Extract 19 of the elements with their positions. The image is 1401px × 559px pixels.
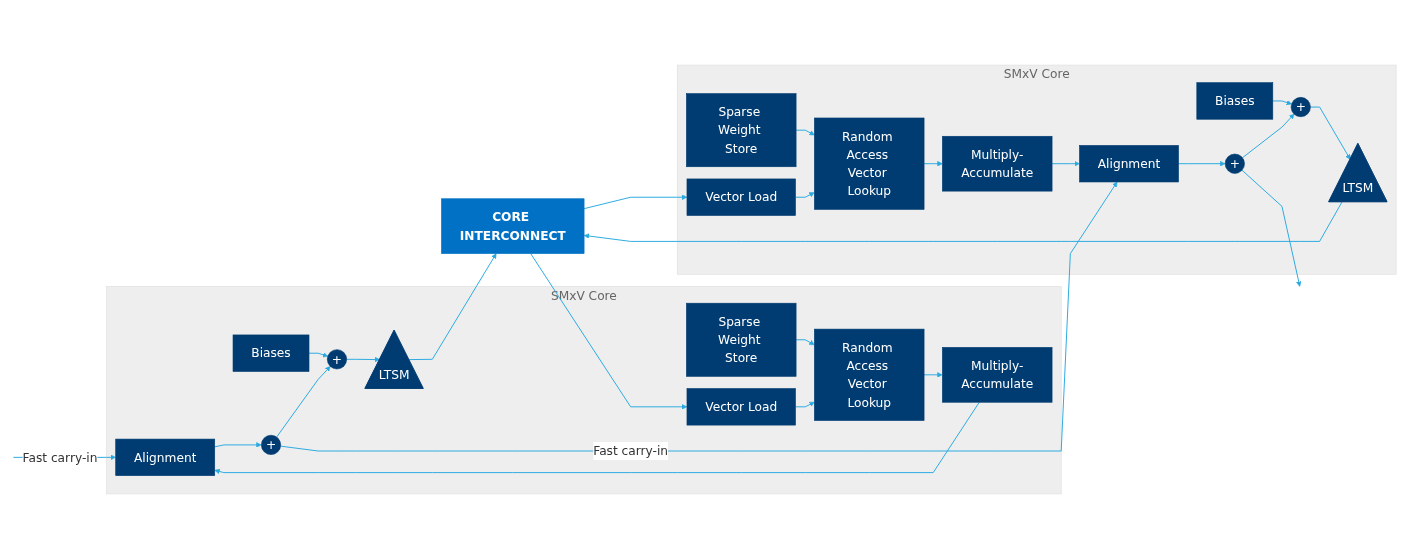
node-box: Alignment xyxy=(115,438,216,476)
node-circle: + xyxy=(261,434,281,455)
node-box: Multiply-Accumulate xyxy=(942,347,1053,403)
edge-label: Fast carry-in xyxy=(593,443,669,459)
node-circle: + xyxy=(1290,97,1311,118)
node-box: Biases xyxy=(232,334,310,372)
node-box: Random Access Vector Lookup xyxy=(814,328,925,421)
node-box: Alignment xyxy=(1079,145,1179,183)
node-box: Vector Load xyxy=(686,388,796,426)
node-circle: + xyxy=(327,349,347,370)
edge-label: Fast carry-in xyxy=(22,450,98,465)
node-box: Sparse Weight Store xyxy=(686,93,797,168)
node-box: Biases xyxy=(1196,82,1274,120)
node-box: Sparse Weight Store xyxy=(686,302,797,377)
node-circle: + xyxy=(1224,153,1245,174)
node-box: Multiply-Accumulate xyxy=(942,135,1053,192)
node-box: Random Access Vector Lookup xyxy=(814,117,925,210)
node-box: CORE INTERCONNECT xyxy=(441,198,585,254)
node-box: Vector Load xyxy=(686,178,796,216)
